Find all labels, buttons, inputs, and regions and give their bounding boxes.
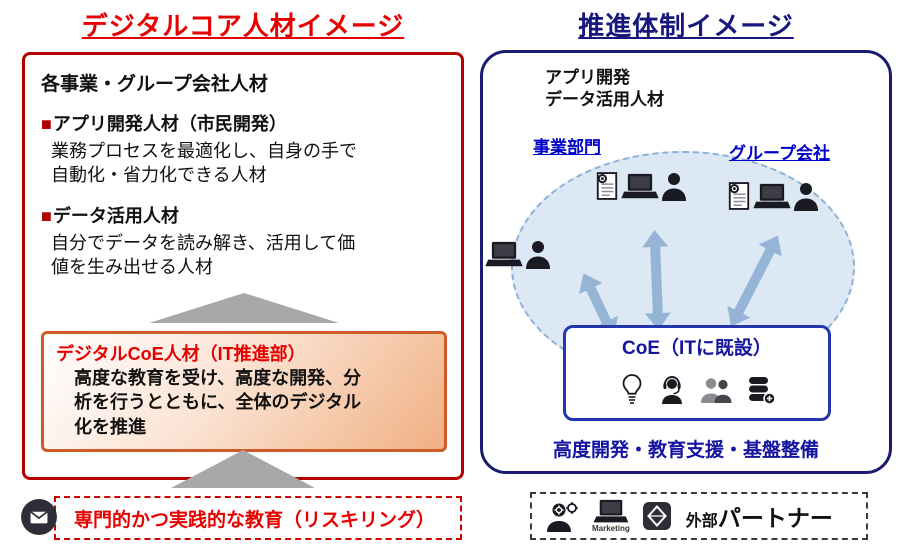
marketing-caption: Marketing: [592, 524, 630, 533]
coe-title: CoE（ITに既設）: [622, 338, 772, 359]
core-box-heading: 各事業・グループ会社人材: [41, 74, 268, 95]
digital-core-section: デジタルコア人材イメージ 各事業・グループ会社人材 ■アプリ開発人材（市民開発）…: [22, 8, 464, 540]
document-icon: [595, 171, 619, 201]
laptop-icon: [753, 183, 791, 211]
person-icon: [793, 181, 819, 211]
laptop-icon: [593, 499, 629, 525]
laptop-icon: [485, 241, 523, 269]
right-section-title: 推進体制イメージ: [578, 11, 794, 41]
coe-icon-row: [566, 363, 828, 405]
up-arrow-triangle-large: [171, 450, 315, 488]
core-talent-box: 各事業・グループ会社人材 ■アプリ開発人材（市民開発） 業務プロセスを最適化し、…: [22, 52, 464, 480]
talent-item-data-use-label: データ活用人材: [52, 205, 179, 226]
education-label: 専門的かつ実践的な教育（リスキリング）: [74, 509, 436, 531]
engineer-gear-person-icon: [544, 500, 580, 532]
education-box: 専門的かつ実践的な教育（リスキリング）: [54, 496, 462, 540]
coe-box: CoE（ITに既設）: [563, 325, 831, 421]
digital-coe-box: デジタルCoE人材（IT推進部） 高度な教育を受け、高度な開発、分 析を行うとと…: [41, 331, 447, 453]
laptop-icon: [621, 173, 659, 201]
left-section-title: デジタルコア人材イメージ: [81, 11, 405, 41]
lightbulb-icon: [619, 373, 645, 405]
arrow-left: [578, 273, 619, 337]
education-row: 専門的かつ実践的な教育（リスキリング）: [22, 496, 464, 540]
flow-arrows: [578, 230, 782, 337]
up-arrow-triangle-small: [149, 293, 339, 324]
digital-coe-title: デジタルCoE人材（IT推進部）: [56, 344, 306, 365]
marketing-laptop: Marketing: [592, 499, 630, 533]
talent-item-app-dev: ■アプリ開発人材（市民開発）: [41, 110, 447, 136]
square-bullet-icon: ■: [41, 205, 52, 226]
headset-person-icon: [658, 375, 686, 405]
talent-item-app-dev-desc: 業務プロセスを最適化し、自身の手で 自動化・省力化できる人材: [51, 141, 357, 186]
people-icon: [699, 375, 733, 405]
talent-item-app-dev-label: アプリ開発人材（市民開発）: [52, 114, 287, 134]
digital-coe-desc: 高度な教育を受け、高度な開発、分 析を行うとともに、全体のデジタル 化を推進: [74, 368, 362, 437]
education-book-icon: [20, 498, 58, 536]
database-icon: [746, 375, 776, 405]
business-dept-label: 事業部門: [533, 138, 601, 157]
person-icon: [661, 171, 687, 201]
worker-group-top: [595, 171, 687, 201]
worker-group-right: [727, 181, 819, 211]
partner-prefix: 外部: [685, 513, 718, 530]
arrow-middle: [642, 230, 671, 330]
external-partner-label: 外部パートナー: [686, 499, 833, 533]
partner-name: パートナー: [717, 505, 833, 531]
promotion-structure-section: 推進体制イメージ アプリ開発 データ活用人材 事業部門 グループ会社: [480, 8, 892, 474]
talent-item-data-use: ■データ活用人材: [41, 202, 447, 228]
arrow-right: [727, 235, 782, 327]
structure-box: アプリ開発 データ活用人材 事業部門 グループ会社: [480, 50, 892, 474]
worker-group-left: [485, 239, 551, 269]
group-company-label: グループ会社: [729, 144, 830, 163]
package-diamond-icon: [642, 501, 672, 531]
structure-heading: アプリ開発 データ活用人材: [545, 68, 664, 110]
document-icon: [727, 181, 751, 211]
support-label: 高度開発・教育支援・基盤整備: [552, 440, 819, 461]
external-partner-box: Marketing 外部パートナー: [530, 492, 868, 540]
square-bullet-icon: ■: [41, 114, 52, 134]
talent-item-data-use-desc: 自分でデータを読み解き、活用して価 値を生み出せる人材: [51, 232, 356, 277]
person-icon: [525, 239, 551, 269]
